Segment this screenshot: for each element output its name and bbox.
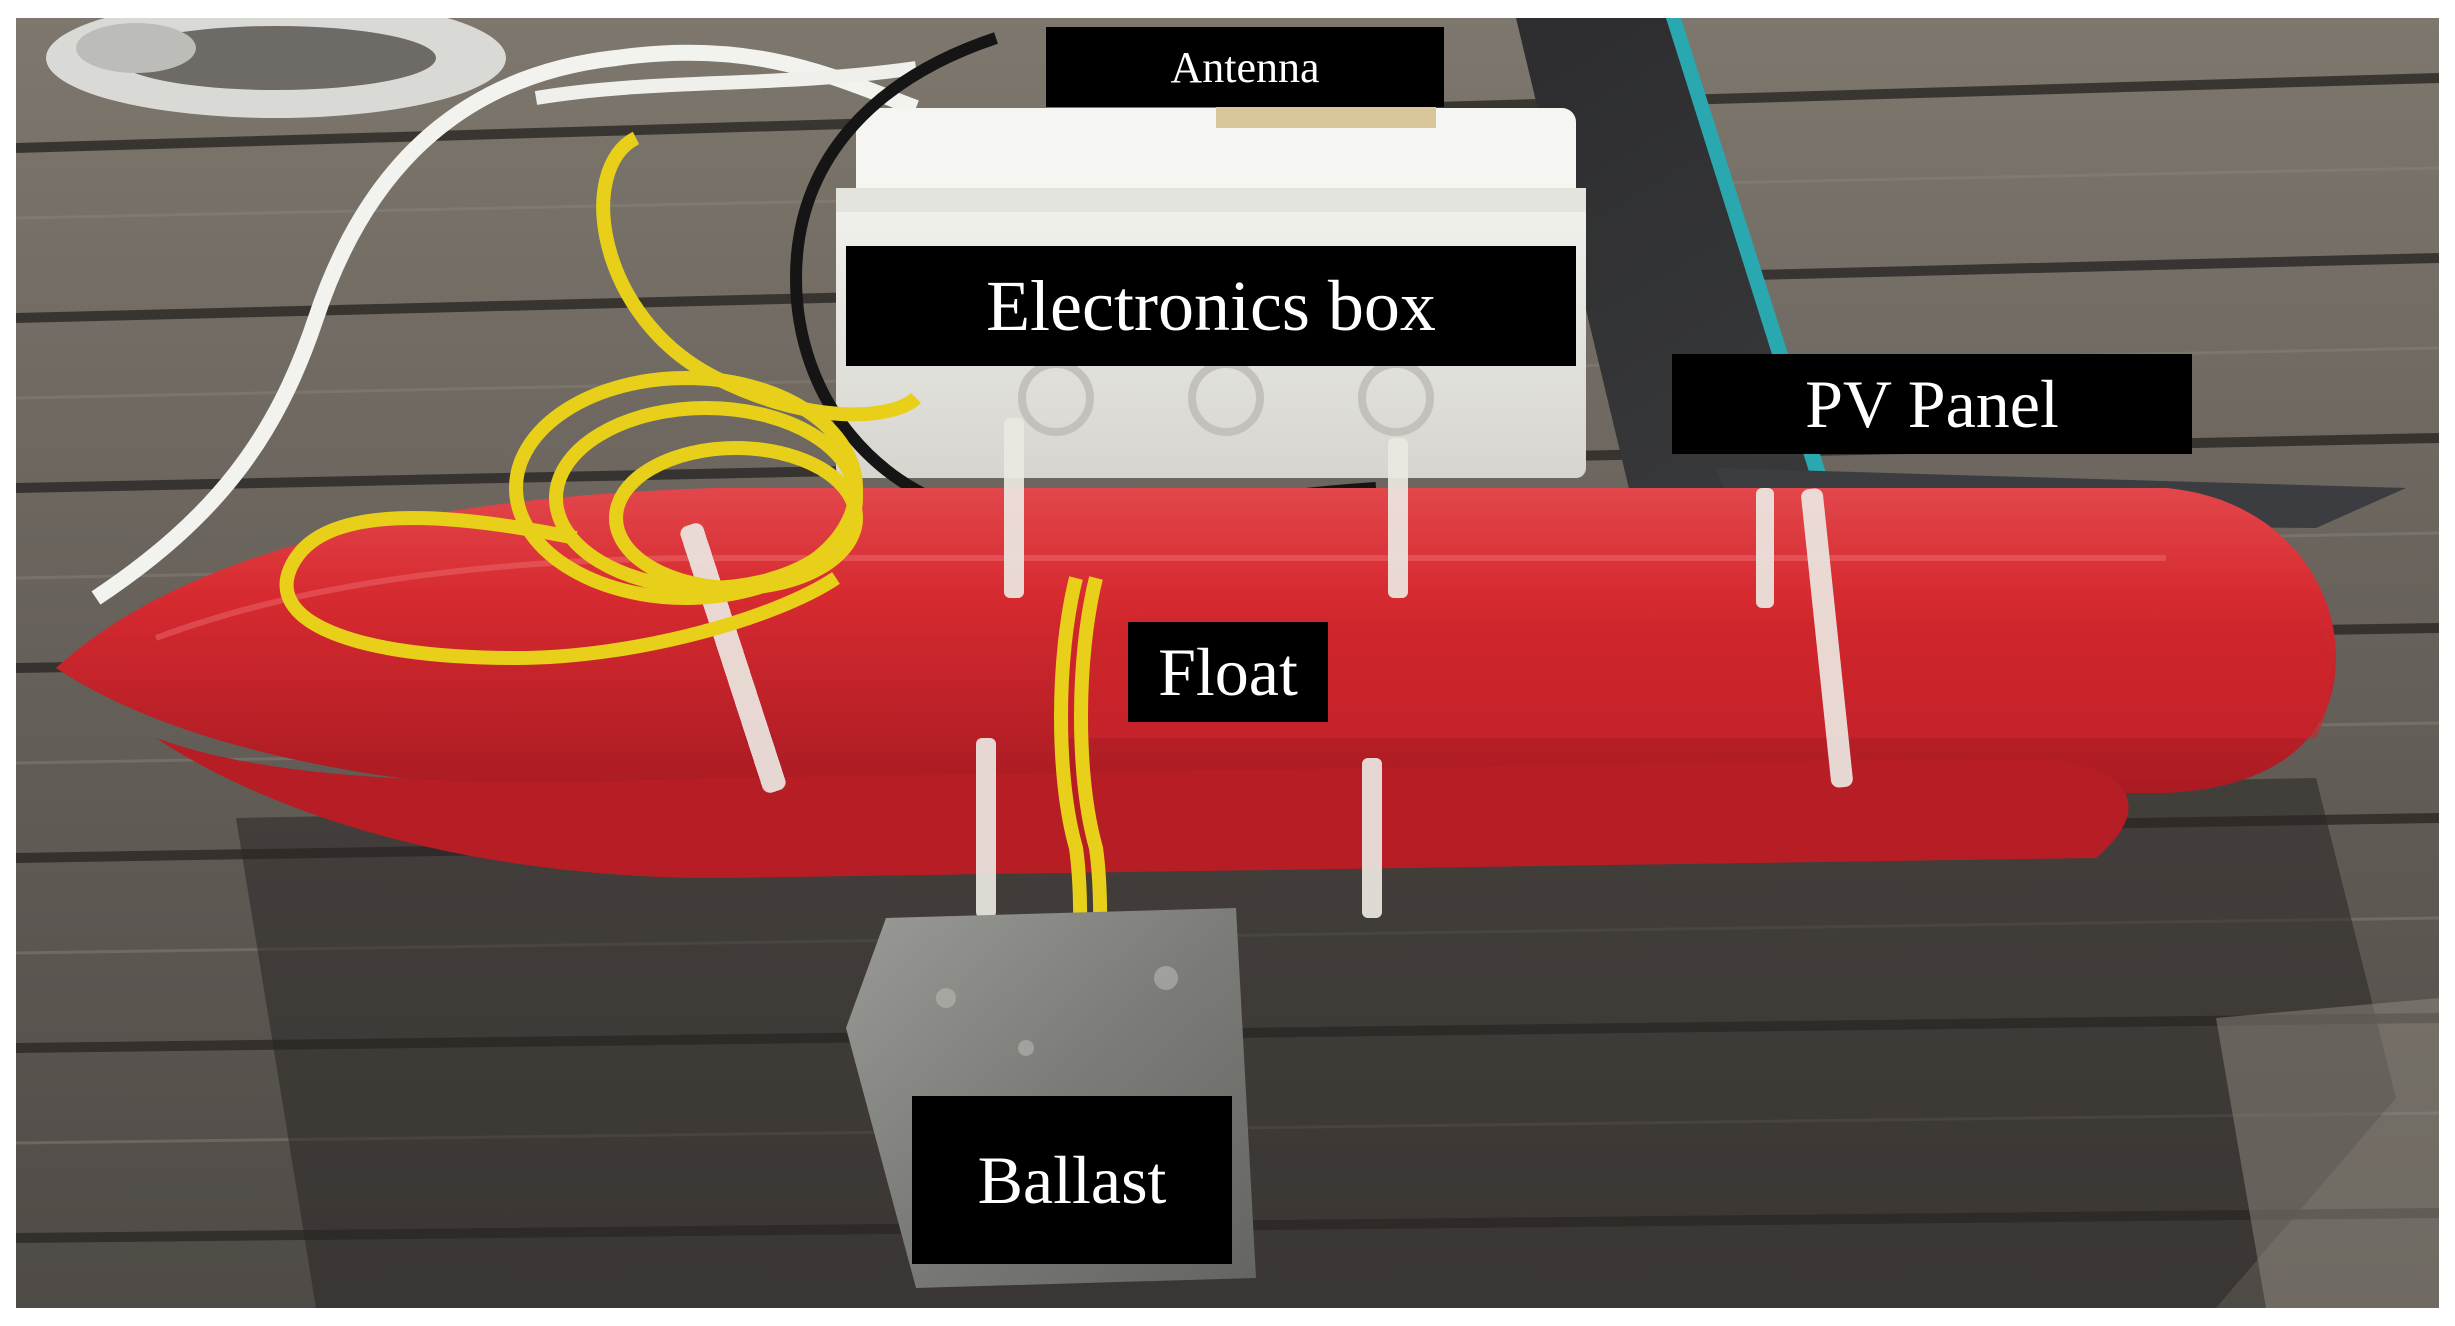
photo-scene <box>16 18 2439 1308</box>
float-label: Float <box>1128 622 1328 722</box>
float-shadow <box>236 778 2396 1308</box>
ballast-label: Ballast <box>912 1096 1232 1264</box>
rope-coil <box>46 18 506 118</box>
electronics-box-label: Electronics box <box>846 246 1576 366</box>
white-rope-2 <box>534 61 917 105</box>
white-rope <box>91 44 919 605</box>
antenna-label: Antenna <box>1046 27 1444 107</box>
deck-sunlit-corner <box>2216 998 2439 1308</box>
pv-panel-label: PV Panel <box>1672 354 2192 454</box>
